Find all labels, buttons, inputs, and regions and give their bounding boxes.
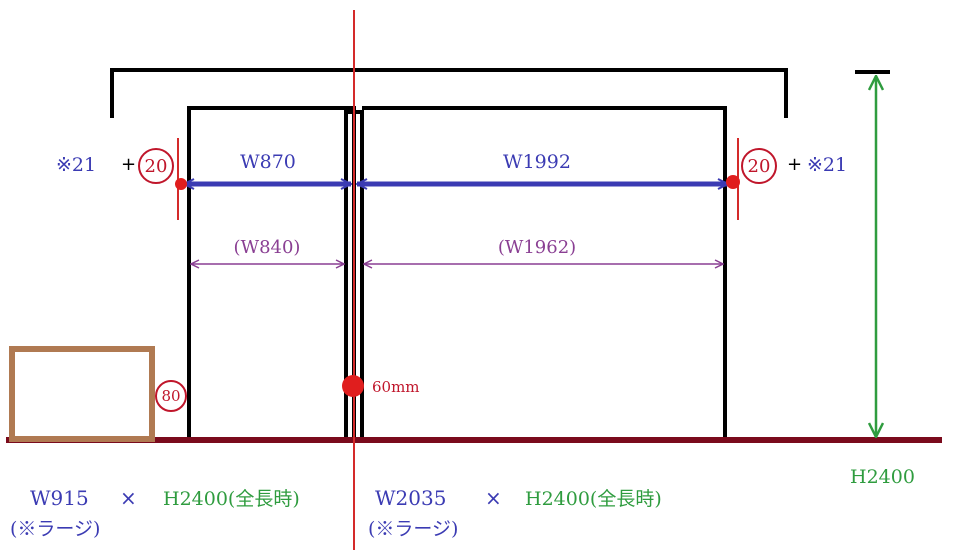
right-height-label: H2400(全長時) — [525, 488, 662, 510]
storage-box — [9, 346, 155, 442]
left-size-label: W915 — [30, 486, 89, 510]
left-side-circle — [138, 148, 174, 184]
left-height-label: H2400(全長時) — [163, 488, 300, 510]
left-type-label: (※ラージ) — [10, 518, 100, 540]
right-type-label: (※ラージ) — [368, 518, 458, 540]
left-inner-width-label: (W840) — [234, 237, 301, 258]
bottom-gap-circle — [155, 380, 187, 412]
bottom-gap-circle-value: 80 — [161, 387, 180, 405]
left-side-circle-value: 20 — [145, 156, 168, 177]
right-plus: + — [787, 154, 802, 175]
left-outer-width-label: W870 — [240, 151, 296, 173]
right-times: × — [485, 486, 502, 510]
canopy-frame — [110, 68, 788, 118]
right-side-note: ※21 — [807, 154, 847, 176]
right-size-label: W2035 — [375, 486, 446, 510]
right-panel-frame-main — [362, 106, 727, 440]
left-times: × — [120, 486, 137, 510]
right-side-circle-value: 20 — [748, 156, 771, 177]
left-side-note: ※21 — [56, 154, 96, 176]
right-outer-width-label: W1992 — [503, 151, 571, 173]
left-plus: + — [121, 154, 136, 175]
center-gap-label: 60mm — [372, 378, 420, 396]
right-edge-dot — [726, 175, 740, 189]
right-inner-width-label: (W1962) — [498, 237, 576, 258]
left-edge-dot — [175, 178, 187, 190]
center-gap-dot — [342, 375, 364, 397]
height-label: H2400 — [850, 466, 915, 488]
right-side-circle — [741, 148, 777, 184]
